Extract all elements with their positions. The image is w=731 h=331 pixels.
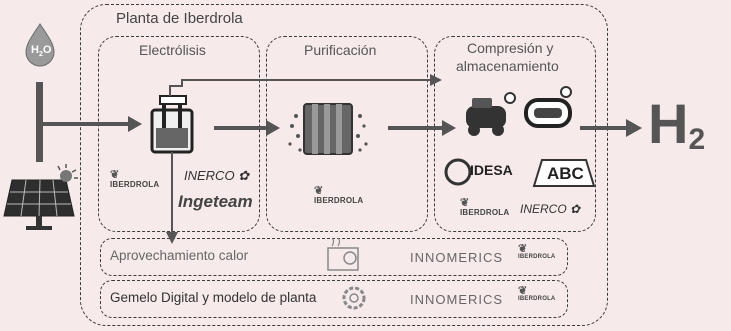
supply-bar [36, 82, 43, 162]
compression-label-line2: almacenamiento [456, 58, 559, 74]
hydrogen-product: H2 [648, 92, 706, 157]
arrow-bypass [169, 79, 430, 96]
compressor-icon [466, 92, 516, 136]
water-label: H2O [31, 44, 52, 59]
heat-recovery-box [100, 238, 568, 276]
idesa-logo-ring [444, 158, 472, 186]
plant-title: Planta de Iberdrola [116, 10, 243, 27]
purification-filter-icon [288, 103, 368, 155]
ingeteam-logo: Ingeteam [178, 192, 253, 211]
water-drop-icon [25, 23, 55, 67]
abc-logo-frame [532, 159, 596, 187]
digital-twin-gear-icon [342, 286, 366, 310]
solar-panel-icon [3, 164, 78, 230]
digital-twin-label: Gemelo Digital y modelo de planta [110, 290, 317, 305]
idesa-logo: IDESA [470, 162, 513, 178]
iberdrola-logo-heat: ❦IBERDROLA [518, 243, 556, 261]
compression-box [434, 36, 596, 232]
iberdrola-logo-twin: ❦IBERDROLA [518, 285, 556, 303]
purification-label: Purificación [304, 42, 377, 58]
inerco-logo-electrolysis: INERCO ✿ [184, 168, 250, 183]
electrolyser-icon [150, 95, 194, 154]
iberdrola-logo-compression: ❦IBERDROLA [460, 197, 510, 218]
storage-tank-icon [524, 86, 572, 128]
innomerics-logo-heat: INNOMERICS [410, 250, 504, 265]
inerco-logo-compression: INERCO ✿ [520, 202, 581, 216]
abc-logo: ABC [547, 164, 584, 183]
innomerics-logo-twin: INNOMERICS [410, 292, 504, 307]
digital-twin-box [100, 280, 568, 318]
electrolysis-box [98, 36, 260, 232]
iberdrola-logo-purification: ❦IBERDROLA [314, 185, 364, 206]
compression-label-line1: Compresión y [467, 40, 554, 56]
heat-recovery-icon [327, 237, 359, 271]
iberdrola-logo-electrolysis: ❦IBERDROLA [110, 169, 160, 190]
electrolysis-label: Electrólisis [139, 42, 206, 58]
plant-boundary [80, 4, 608, 326]
heat-recovery-label: Aprovechamiento calor [110, 248, 249, 263]
